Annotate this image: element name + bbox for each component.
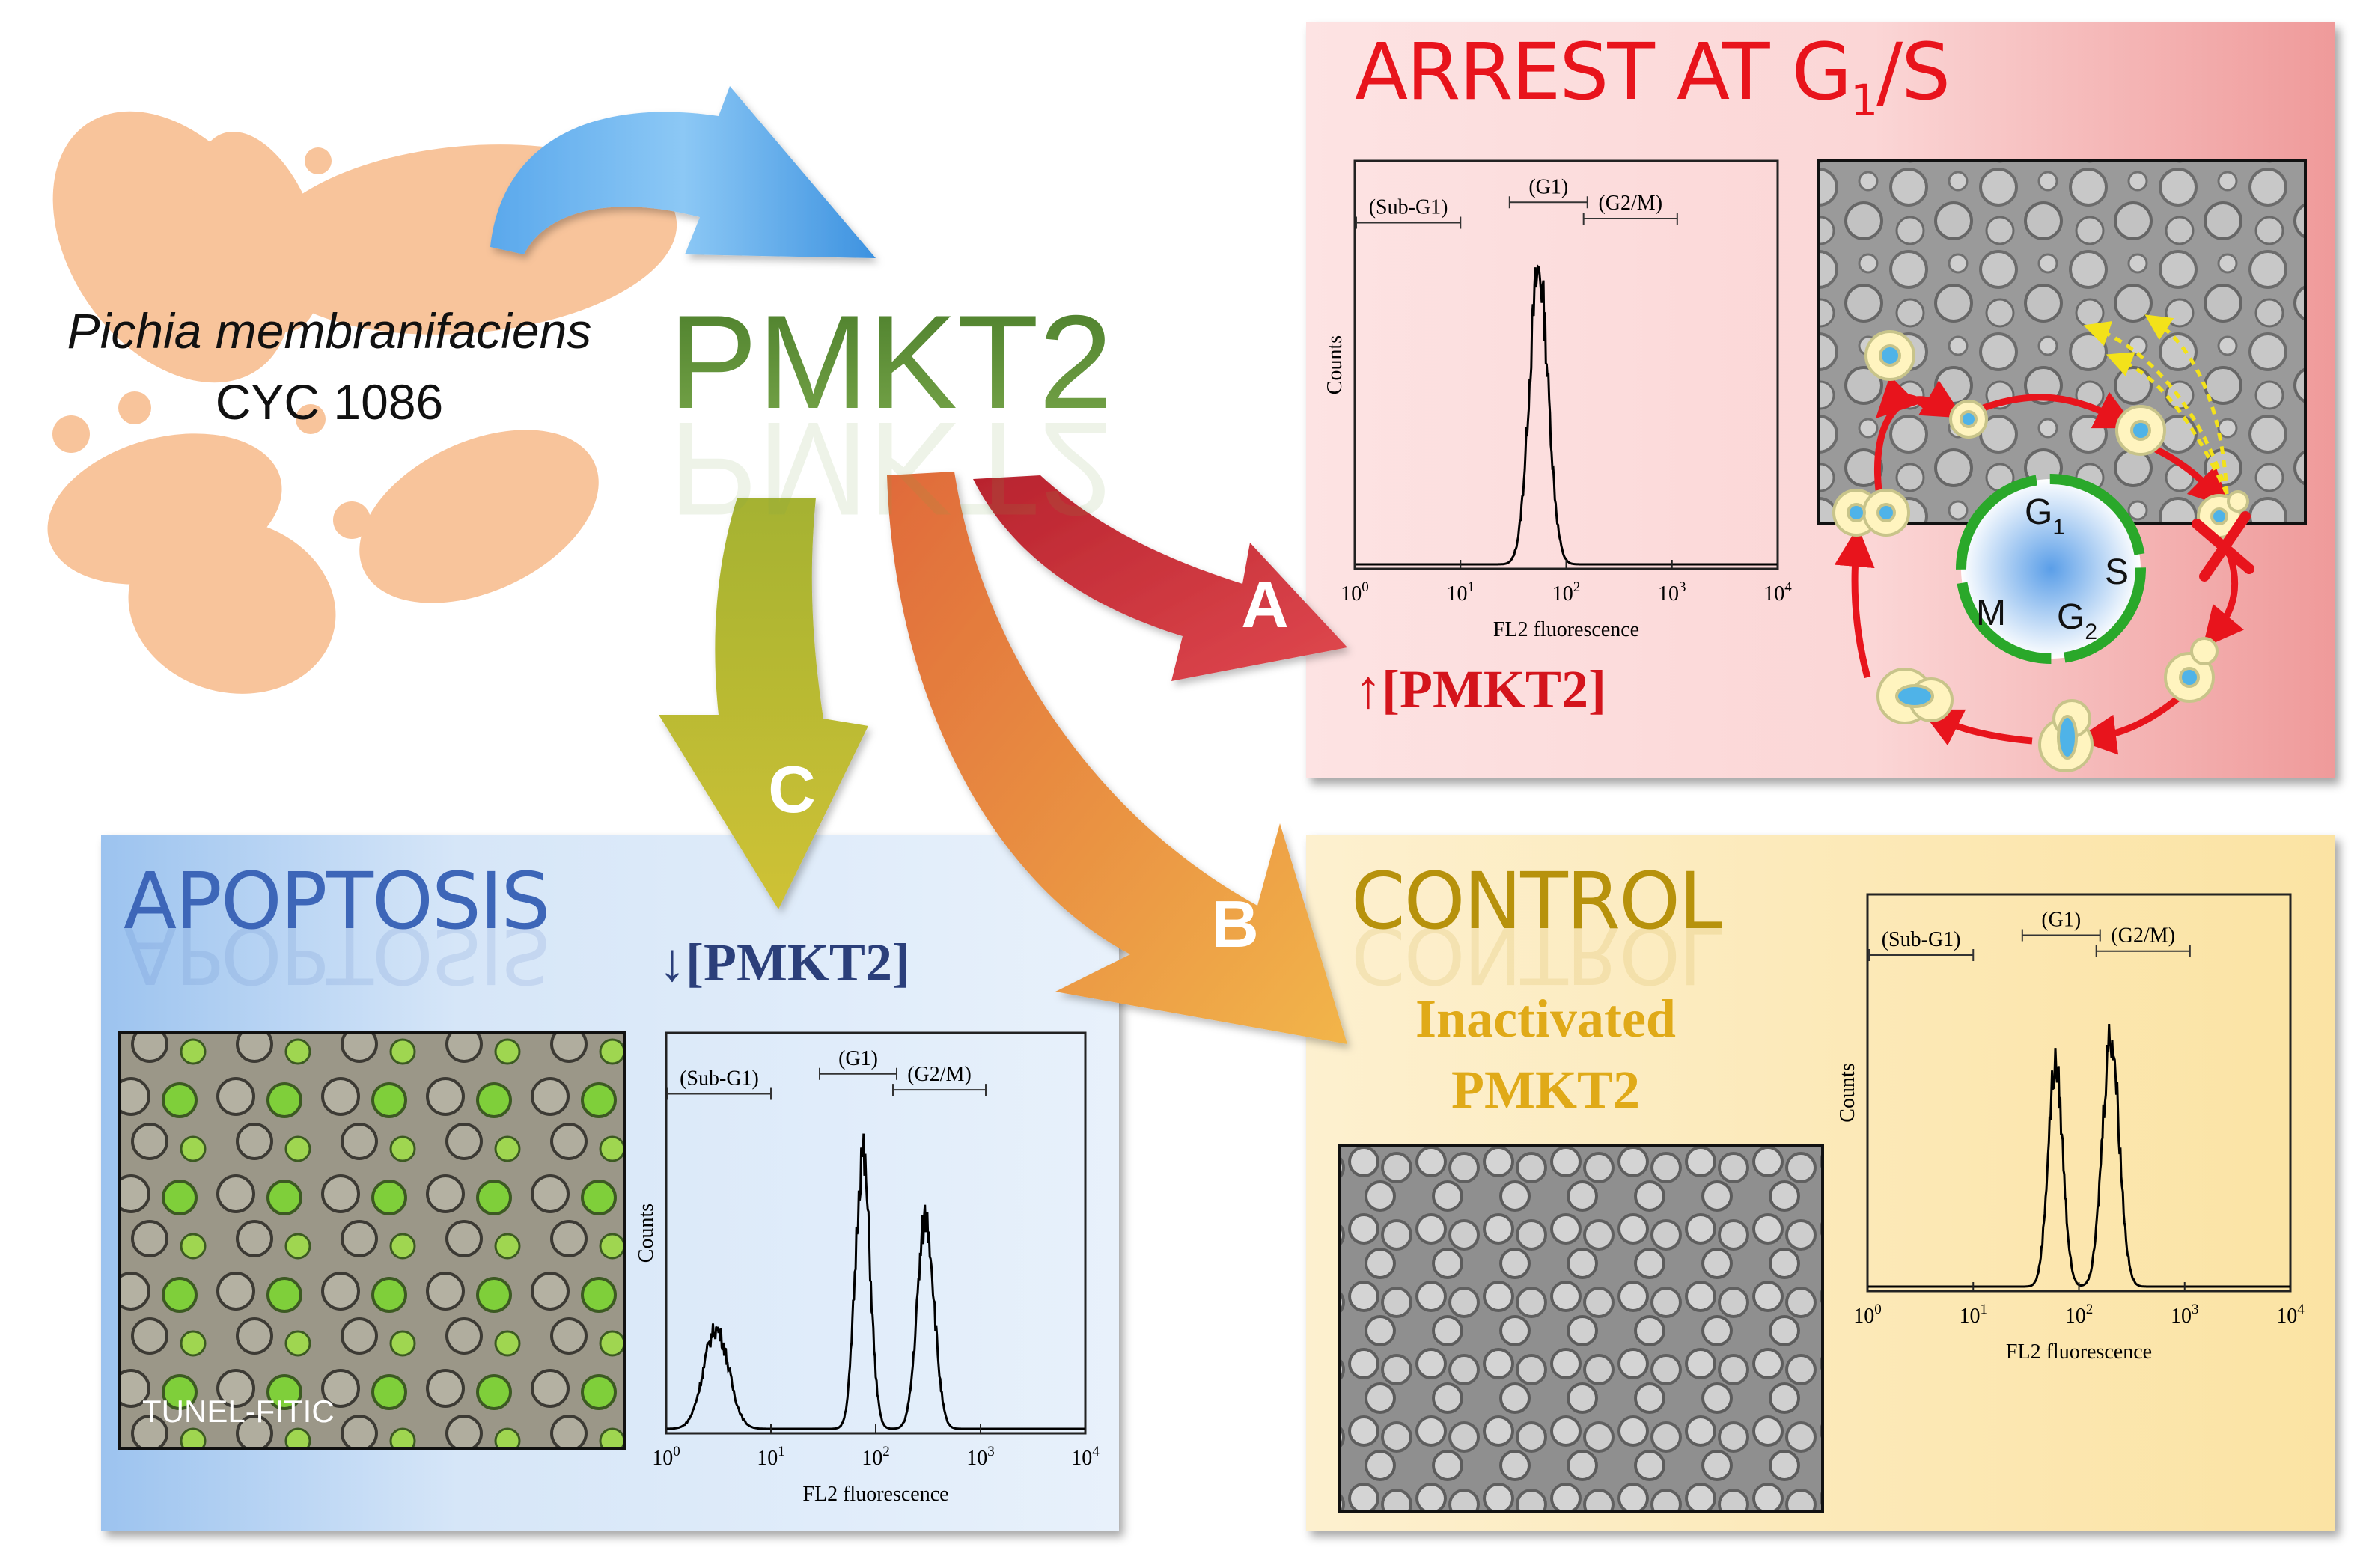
control-subtitle-line1: Inactivated [1415, 989, 1676, 1049]
arrow-b-shape [887, 472, 1347, 1044]
cell-cycle-diagram: G1 S M G2 [1832, 314, 2254, 772]
gate-bracket [2021, 929, 2101, 942]
x-tick-label: 100 [1853, 1302, 1882, 1328]
y-axis-label: Counts [1836, 1063, 1859, 1122]
gate-bracket [1868, 949, 1975, 961]
x-tick-label: 103 [2171, 1302, 2199, 1328]
arrow-a-label: A [1241, 567, 1289, 641]
x-tick-label: 103 [1658, 579, 1686, 605]
gate-bracket [1582, 213, 1678, 225]
histogram-curve [665, 1133, 1085, 1430]
yeast-cells-illustration [47, 111, 677, 694]
arrow-b-label: B [1211, 887, 1259, 961]
gate-bracket [819, 1067, 897, 1080]
cycle-g2-label: G2 [2057, 597, 2097, 644]
cycle-m-label: M [1976, 594, 2006, 633]
x-axis-label: FL2 fluorescence [802, 1483, 948, 1506]
block-x-icon [2192, 511, 2254, 582]
control-title-reflection: CONTROL [1351, 909, 1722, 1001]
x-tick-label: 104 [2276, 1302, 2305, 1328]
gate-bracket [1356, 216, 1462, 229]
gate-label: (G2/M) [907, 1063, 972, 1086]
y-axis-label: Counts [635, 1204, 658, 1263]
apoptosis-title: APOPTOSIS [124, 855, 549, 947]
toxin-label-reflection: PMKT2 [668, 394, 1112, 543]
arrest-concentration: ↑[PMKT2] [1355, 659, 1606, 719]
toxin-label: PMKT2 [668, 287, 1112, 436]
control-title: CONTROL [1351, 855, 1722, 947]
x-tick-label: 101 [1447, 579, 1475, 605]
gate-label: (G1) [2041, 909, 2081, 932]
gate-bracket [1508, 196, 1588, 209]
control-micrograph [1338, 1144, 1824, 1513]
gate-label: (Sub-G1) [1882, 928, 1961, 951]
x-tick-label: 102 [1552, 579, 1581, 605]
x-tick-label: 101 [757, 1444, 785, 1470]
x-tick-label: 100 [1341, 579, 1369, 605]
x-axis-label: FL2 fluorescence [2006, 1340, 2152, 1364]
arrest-title: ARREST AT G1/S [1355, 26, 1949, 126]
gate-label: (Sub-G1) [1369, 196, 1448, 219]
gate-label: (G2/M) [1598, 192, 1662, 215]
x-tick-label: 101 [1960, 1302, 1988, 1328]
cycle-s-label: S [2105, 552, 2129, 592]
apoptosis-title-reflection: APOPTOSIS [124, 909, 549, 1001]
blue-curved-arrow [490, 86, 876, 258]
control-subtitle-line2: PMKT2 [1451, 1060, 1640, 1120]
arrow-c-label: C [768, 752, 816, 826]
arrow-a-shape [973, 475, 1347, 681]
apoptosis-concentration: ↓[PMKT2] [659, 933, 910, 992]
y-axis-label: Counts [1323, 335, 1347, 394]
x-axis-label: FL2 fluorescence [1493, 618, 1639, 641]
histogram-curve [1355, 263, 1778, 566]
x-tick-label: 104 [1071, 1444, 1100, 1470]
gate-label: (G2/M) [2111, 924, 2175, 948]
x-tick-label: 104 [1763, 579, 1792, 605]
organism-name: Pichia membranifaciens [67, 303, 592, 359]
gate-bracket [892, 1084, 987, 1096]
gate-label: (G1) [838, 1047, 878, 1070]
apoptosis-micrograph: TUNEL-FITIC [118, 1031, 626, 1450]
x-tick-label: 102 [862, 1444, 890, 1470]
gate-bracket [667, 1087, 772, 1100]
x-tick-label: 102 [2065, 1302, 2094, 1328]
x-tick-label: 103 [966, 1444, 995, 1470]
tunel-label: TUNEL-FITIC [142, 1394, 335, 1429]
x-tick-label: 100 [652, 1444, 680, 1470]
arrow-c-shape [659, 498, 868, 909]
gate-label: (Sub-G1) [680, 1067, 759, 1090]
cycle-g1-label: G1 [2025, 492, 2065, 540]
strain-name: CYC 1086 [216, 374, 444, 430]
gate-bracket [2095, 945, 2191, 957]
gate-label: (G1) [1528, 175, 1568, 198]
